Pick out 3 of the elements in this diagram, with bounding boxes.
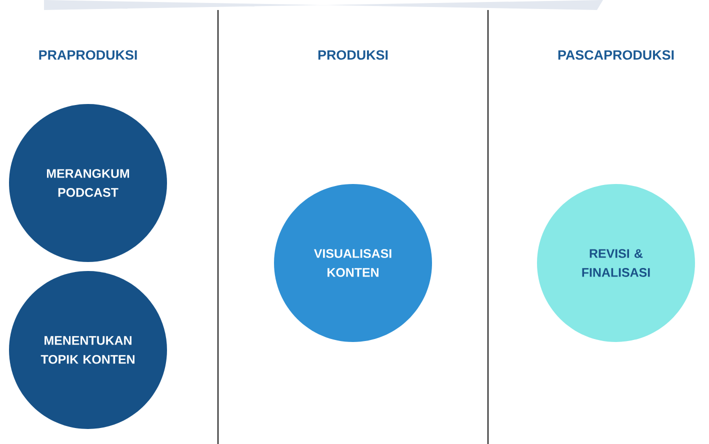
phase-heading: PRAPRODUKSI (39, 50, 137, 60)
phase-heading: PASCAPRODUKSI (558, 50, 674, 60)
phase-heading: PRODUKSI (318, 50, 388, 60)
